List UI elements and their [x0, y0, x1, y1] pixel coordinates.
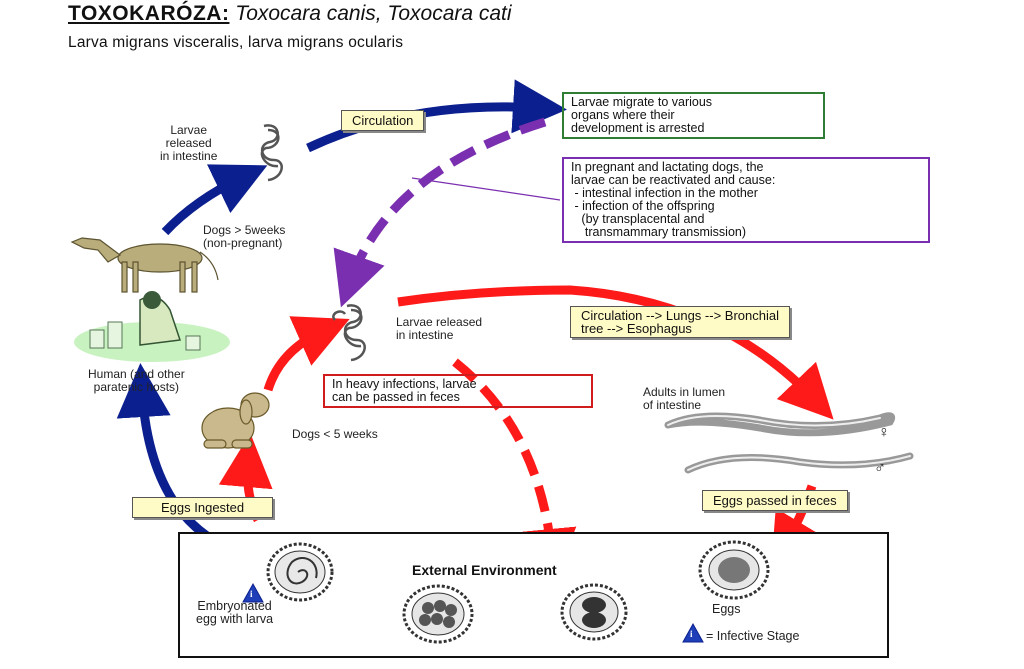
egg-unembryonated: [698, 540, 770, 600]
adult-worms-image: [664, 412, 914, 474]
puppy-image: [201, 392, 270, 449]
label-male: ♂: [874, 460, 886, 477]
label-infective-stage: = Infective Stage: [706, 629, 800, 643]
arrow-larvae-to-lungs: [397, 285, 834, 420]
label-circulation-lungs: Circulation --> Lungs --> Bronchial tree…: [570, 306, 790, 338]
larva-mid-image: [332, 304, 366, 362]
label-adults-lumen: Adults in lumen of intestine: [643, 385, 726, 412]
infective-stage-marker-legend: [682, 622, 704, 643]
label-dogs-over-5-weeks: Dogs > 5weeks (non-pregnant): [203, 223, 286, 250]
label-larvae-released-mid: Larvae released in intestine: [396, 315, 483, 342]
page-subtitle: Larva migrans visceralis, larva migrans …: [68, 34, 404, 51]
box-pregnant-dogs: In pregnant and lactating dogs, the larv…: [562, 157, 930, 243]
label-female: ♀: [878, 424, 890, 441]
human-child-image: [74, 291, 230, 362]
label-human-hosts: Human (and other paratenic hosts): [88, 367, 185, 394]
box-heavy-infections: In heavy infections, larvae can be passe…: [323, 374, 593, 408]
egg-two-cell: [560, 583, 628, 641]
label-eggs-passed: Eggs passed in feces: [702, 490, 848, 511]
infective-mark-left: i: [250, 589, 253, 599]
label-circulation: Circulation: [341, 110, 425, 131]
label-eggs-ingested: Eggs Ingested: [132, 497, 274, 518]
adult-dog-image: [70, 237, 219, 293]
title-main: TOXOKARÓZA:: [68, 2, 230, 25]
arrow-dog-to-larvae: [161, 164, 268, 236]
box-larvae-migrate: Larvae migrate to various organs where t…: [562, 92, 825, 139]
infective-stage-marker-left: [242, 582, 264, 603]
label-eggs: Eggs: [712, 602, 741, 616]
arrow-heavy-feces: [452, 358, 577, 583]
external-environment-title: External Environment: [412, 562, 557, 578]
larva-top-image: [260, 124, 283, 182]
arrow-reactivation: [333, 117, 547, 308]
label-larvae-released-top: Larvae released in intestine: [160, 123, 218, 163]
arrow-puppy-to-larvae: [263, 316, 350, 392]
label-embryonated-egg: Embryonated egg with larva: [196, 599, 274, 626]
page-title: TOXOKARÓZA: Toxocara canis, Toxocara cat…: [68, 2, 512, 26]
egg-embryonated: [266, 542, 334, 602]
purple-connector: [411, 177, 561, 201]
infective-mark-legend: i: [690, 629, 693, 639]
label-dogs-under-5-weeks: Dogs < 5 weeks: [292, 427, 378, 441]
egg-morula: [402, 584, 474, 644]
title-species: Toxocara canis, Toxocara cati: [235, 2, 512, 25]
